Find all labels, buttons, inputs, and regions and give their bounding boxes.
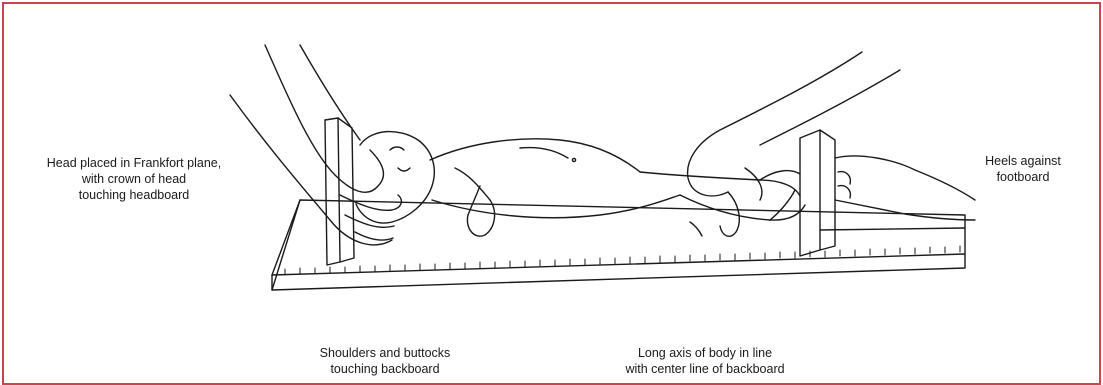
ruler-scale — [285, 246, 960, 275]
infant-figure — [356, 132, 805, 237]
caption-head-frankfort-plane: Head placed in Frankfort plane, with cro… — [14, 155, 254, 203]
footboard — [800, 130, 965, 256]
left-hand — [230, 45, 401, 245]
right-hand — [688, 52, 900, 236]
headboard — [325, 118, 354, 265]
caption-long-axis: Long axis of body in line with center li… — [555, 345, 855, 377]
caption-shoulders-backboard: Shoulders and buttocks touching backboar… — [260, 345, 510, 377]
caption-heels-footboard: Heels against footboard — [948, 153, 1098, 185]
